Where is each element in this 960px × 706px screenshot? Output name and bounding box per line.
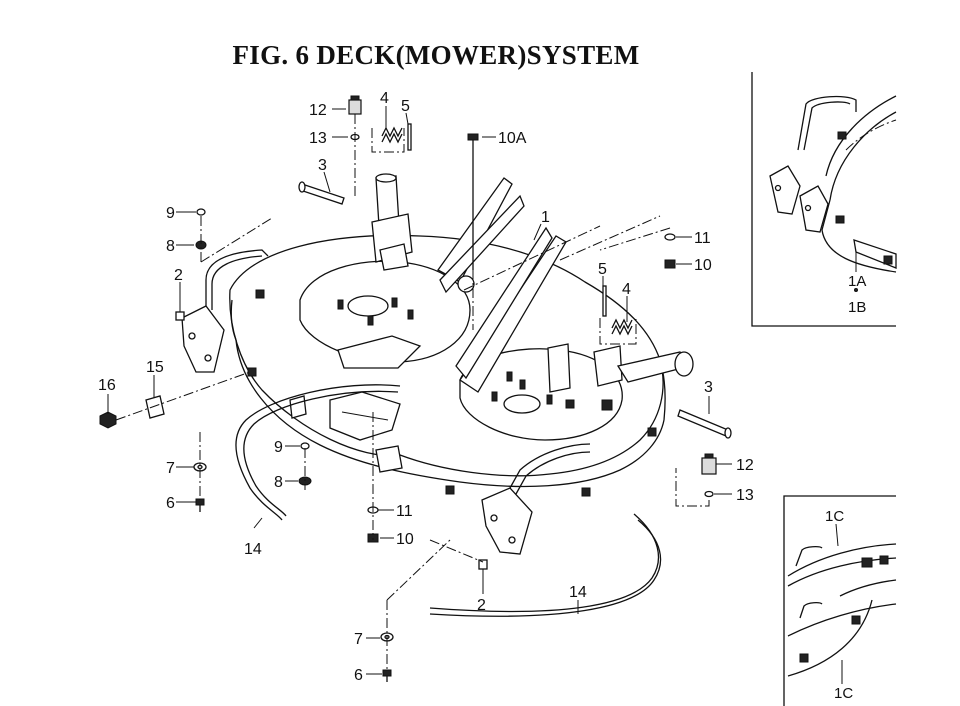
mower-deck-shell	[229, 234, 666, 488]
inset-label-1C-bottom: 1C	[834, 685, 853, 702]
spring-4-top	[381, 126, 403, 144]
callout-7-left: 7	[166, 460, 175, 477]
skid-rail-right-inner	[429, 519, 662, 617]
inset-bottom-detail	[783, 495, 897, 706]
bolt-9-top	[196, 208, 206, 216]
pin-5-right	[602, 285, 607, 317]
callout-12-top: 12	[309, 102, 327, 119]
bolt-6-bottom	[382, 669, 392, 682]
callout-10-right: 10	[694, 257, 712, 274]
callout-8-top: 8	[166, 238, 175, 255]
callout-3-left: 3	[318, 157, 327, 174]
callout-11-middle: 11	[396, 503, 413, 520]
callout-4-top: 4	[380, 90, 389, 107]
idler-arm-right	[593, 345, 694, 411]
callout-13-top: 13	[309, 130, 327, 147]
inset-label-1B: 1B	[848, 299, 866, 316]
gauge-wheel-nut-right	[701, 453, 717, 475]
callout-9-middle: 9	[274, 439, 283, 456]
skid-rail-left-inner	[243, 390, 399, 517]
callout-12-right: 12	[736, 457, 754, 474]
callout-10A: 10A	[498, 130, 527, 147]
deck-clips	[247, 289, 657, 497]
lift-bracket-left	[181, 249, 269, 373]
inset-label-1C-top: 1C	[825, 508, 844, 525]
nut-10-right	[664, 259, 676, 269]
callout-4-right: 4	[622, 281, 631, 298]
bolt-6-left	[195, 498, 205, 512]
pin-5-top	[407, 123, 412, 151]
callout-1: 1	[541, 209, 550, 226]
blade-left	[437, 177, 525, 294]
nut-16	[99, 411, 117, 429]
idler-arm-left	[371, 173, 413, 271]
clip-15	[145, 395, 165, 419]
callout-5-top: 5	[401, 98, 410, 115]
callout-13-right: 13	[736, 487, 754, 504]
spring-4-right	[611, 318, 633, 336]
inset-top-detail	[751, 72, 897, 327]
skid-rail-right	[429, 513, 660, 613]
callout-9-top: 9	[166, 205, 175, 222]
callout-5-right: 5	[598, 261, 607, 278]
callout-6-bottom: 6	[354, 667, 363, 684]
callout-2-bottom: 2	[477, 597, 486, 614]
callout-2-left: 2	[174, 267, 183, 284]
bolt-10A	[467, 133, 479, 270]
washer-11-right	[664, 233, 676, 241]
gauge-wheel-nut-left	[348, 95, 362, 115]
callout-14-left: 14	[244, 541, 262, 558]
callout-11-right: 11	[694, 230, 711, 247]
lift-bracket-front	[481, 443, 591, 555]
inset-label-1A: 1A	[848, 273, 866, 290]
callout-6-left: 6	[166, 495, 175, 512]
callout-10-middle: 10	[396, 531, 414, 548]
callout-7-bottom: 7	[354, 631, 363, 648]
callout-8-middle: 8	[274, 474, 283, 491]
figure-title: FIG. 6 DECK(MOWER)SYSTEM	[232, 40, 640, 70]
callout-14-bottom: 14	[569, 584, 587, 601]
washer-13-right	[704, 490, 714, 498]
callout-16: 16	[98, 377, 116, 394]
callout-15: 15	[146, 359, 164, 376]
pin-3-right	[677, 409, 732, 439]
callout-3-right: 3	[704, 379, 713, 396]
pin-3-left	[298, 181, 345, 205]
skid-rail-left	[235, 384, 401, 521]
callout-leaders	[107, 106, 732, 675]
bolt-2-left	[175, 311, 185, 321]
blade-hub	[457, 275, 475, 293]
